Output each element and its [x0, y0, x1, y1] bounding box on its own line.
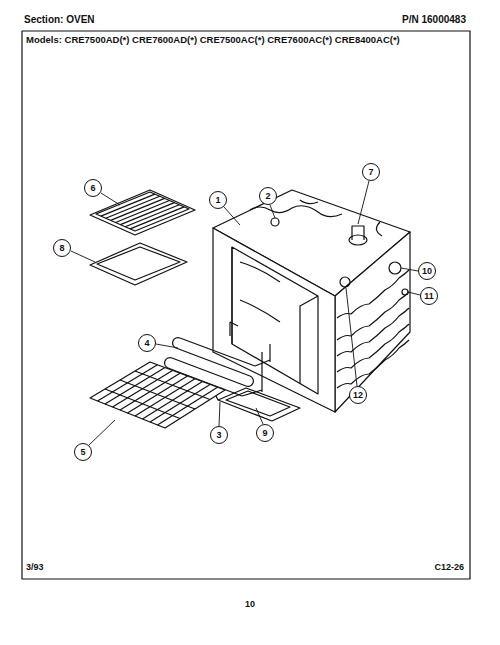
- callout-number: 5: [80, 448, 85, 457]
- rack-rail: [337, 340, 409, 388]
- fitting-10: [389, 262, 401, 274]
- part-number: P/N 16000483: [402, 14, 466, 25]
- broiler-grid: [90, 190, 195, 235]
- element-bracket: [230, 322, 238, 336]
- cavity-back: [240, 262, 280, 322]
- callout-circle: 11: [420, 287, 438, 305]
- grid-slot: [130, 207, 184, 229]
- callout-circle: 8: [53, 239, 71, 257]
- callout-circle: 5: [74, 443, 92, 461]
- callout-number: 6: [90, 184, 95, 193]
- callout-number: 12: [353, 391, 363, 400]
- callout-number: 10: [422, 267, 432, 276]
- callout-number: 7: [368, 168, 373, 177]
- page-number: 10: [245, 600, 255, 610]
- callout-circle: 6: [84, 179, 102, 197]
- callout-number: 2: [265, 192, 270, 201]
- leader-lines: [71, 181, 420, 445]
- oven-rack-wires: [98, 365, 218, 425]
- front-frame: [213, 228, 335, 412]
- bake-element: [218, 388, 300, 421]
- rack-wire: [120, 380, 195, 409]
- callout-circle: 3: [210, 426, 228, 444]
- page-frame: [22, 31, 470, 579]
- broiler-pan: [90, 243, 187, 285]
- rack-wire: [135, 371, 210, 400]
- broiler-grid-slots: [101, 194, 184, 229]
- callout-number: 8: [59, 244, 64, 253]
- callout-number: 1: [215, 196, 220, 205]
- callout-circle: 7: [362, 163, 380, 181]
- oven-rack: [90, 362, 225, 428]
- fitting-2: [271, 218, 279, 226]
- callout-circle: 2: [259, 187, 277, 205]
- callout-number: 9: [262, 429, 267, 438]
- callout-circle: 12: [349, 386, 367, 404]
- rack-rail: [337, 324, 409, 372]
- callout-number: 11: [424, 292, 434, 301]
- rack-wire: [105, 389, 180, 419]
- drawing: [22, 31, 470, 579]
- cavity-inner: [232, 247, 318, 384]
- callout-number: 3: [216, 431, 221, 440]
- rack-rail: [337, 270, 409, 318]
- fitting-7-stem: [352, 226, 364, 240]
- callout-number: 4: [144, 339, 149, 348]
- section-title: Section: OVEN: [24, 14, 95, 25]
- callout-circle: 1: [209, 191, 227, 209]
- page-code: C12-26: [434, 563, 464, 573]
- date-code: 3/93: [26, 563, 44, 573]
- fitting-12: [340, 277, 350, 287]
- fitting-11: [402, 289, 408, 295]
- model-list: Models: CRE7500AD(*) CRE7600AD(*) CRE750…: [26, 35, 400, 45]
- callout-circle: 4: [138, 334, 156, 352]
- cavity-side: [335, 232, 410, 412]
- callout-circle: 10: [418, 262, 436, 280]
- grid-slot: [125, 205, 179, 227]
- callout-circle: 9: [256, 424, 274, 442]
